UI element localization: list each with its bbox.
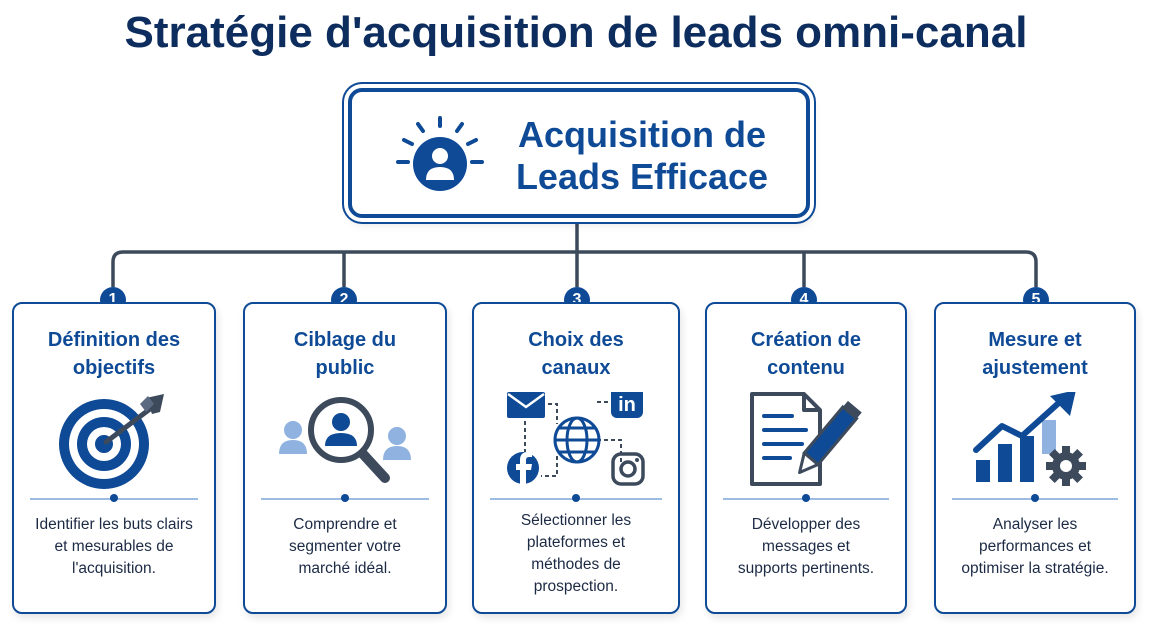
step-2-title-line1: Ciblage du xyxy=(293,329,397,351)
step-2-description: Comprendre et segmenter votre marché idé… xyxy=(255,514,435,580)
step-card-5: Mesure et ajustement Analyser les xyxy=(934,302,1136,614)
instagram-icon xyxy=(611,452,645,486)
step-5-desc-line: optimiser la stratégie. xyxy=(961,560,1109,577)
step-5-description: Analyser les performances et optimiser l… xyxy=(946,514,1124,580)
step-3-desc-line: méthodes de xyxy=(531,556,621,573)
step-1-desc-line: l'acquisition. xyxy=(72,560,156,577)
step-card-3: Choix des canaux xyxy=(472,302,680,614)
step-1-description: Identifier les buts clairs et mesurables… xyxy=(24,514,204,580)
step-4-desc-line: messages et xyxy=(762,538,850,555)
step-5-title-line1: Mesure et xyxy=(988,329,1082,351)
step-1-title: Définition des objectifs xyxy=(14,326,214,382)
step-1-divider-dot xyxy=(110,494,118,502)
step-5-divider-dot xyxy=(1031,494,1039,502)
step-3-desc-line: plateformes et xyxy=(526,534,626,551)
audience-search-icon xyxy=(245,392,445,492)
step-2-desc-line: segmenter votre xyxy=(289,538,401,555)
step-2-title: Ciblage du public xyxy=(245,326,445,382)
step-3-description: Sélectionner les plateformes et méthodes… xyxy=(484,510,668,598)
step-3-divider-dot xyxy=(572,494,580,502)
step-4-title-line2: contenu xyxy=(767,357,845,379)
growth-chart-gear-icon xyxy=(936,392,1134,492)
step-2-divider-dot xyxy=(341,494,349,502)
email-icon xyxy=(507,392,545,418)
step-1-title-line1: Définition des xyxy=(47,329,181,351)
step-4-divider-dot xyxy=(802,494,810,502)
step-2-desc-line: Comprendre et xyxy=(293,516,397,533)
linkedin-icon: in xyxy=(611,392,643,418)
step-3-title: Choix des canaux xyxy=(474,326,678,382)
step-3-desc-line: prospection. xyxy=(533,578,619,595)
step-4-description: Développer des messages et supports pert… xyxy=(717,514,895,580)
document-pencil-icon xyxy=(707,392,905,492)
step-2-desc-line: marché idéal. xyxy=(298,560,392,577)
facebook-icon xyxy=(507,452,539,484)
step-1-desc-line: et mesurables de xyxy=(54,538,174,555)
channels-network-icon: in xyxy=(474,392,678,492)
step-4-desc-line: Développer des xyxy=(751,516,861,533)
step-4-title-line1: Création de xyxy=(750,329,862,351)
step-3-title-line2: canaux xyxy=(541,357,611,379)
step-4-title: Création de contenu xyxy=(707,326,905,382)
step-1-title-line2: objectifs xyxy=(72,357,156,379)
step-3-desc-line: Sélectionner les xyxy=(520,512,632,529)
linkedin-label: in xyxy=(618,394,636,416)
globe-icon xyxy=(553,416,601,464)
target-arrow-icon xyxy=(14,392,214,492)
central-title-line1: Acquisition de xyxy=(517,114,766,155)
step-4-desc-line: supports pertinents. xyxy=(737,560,875,577)
step-card-2: Ciblage du public Comprendre et segmente… xyxy=(243,302,447,614)
step-card-4: Création de contenu Développer des messa… xyxy=(705,302,907,614)
central-goal-box: Acquisition de Leads Efficace xyxy=(348,88,810,218)
central-title: Acquisition de Leads Efficace xyxy=(492,114,792,198)
page-title: Stratégie d'acquisition de leads omni-ca… xyxy=(124,8,1028,57)
step-1-desc-line: Identifier les buts clairs xyxy=(35,516,193,533)
central-title-line2: Leads Efficace xyxy=(515,156,769,197)
step-3-title-line1: Choix des xyxy=(528,329,624,351)
step-5-desc-line: Analyser les xyxy=(992,516,1078,533)
step-5-title-line2: ajustement xyxy=(982,357,1088,379)
step-5-desc-line: performances et xyxy=(979,538,1091,555)
step-card-1: Définition des objectifs Identifier les … xyxy=(12,302,216,614)
step-5-title: Mesure et ajustement xyxy=(936,326,1134,382)
step-2-title-line2: public xyxy=(315,357,375,379)
person-idea-icon xyxy=(392,114,488,205)
